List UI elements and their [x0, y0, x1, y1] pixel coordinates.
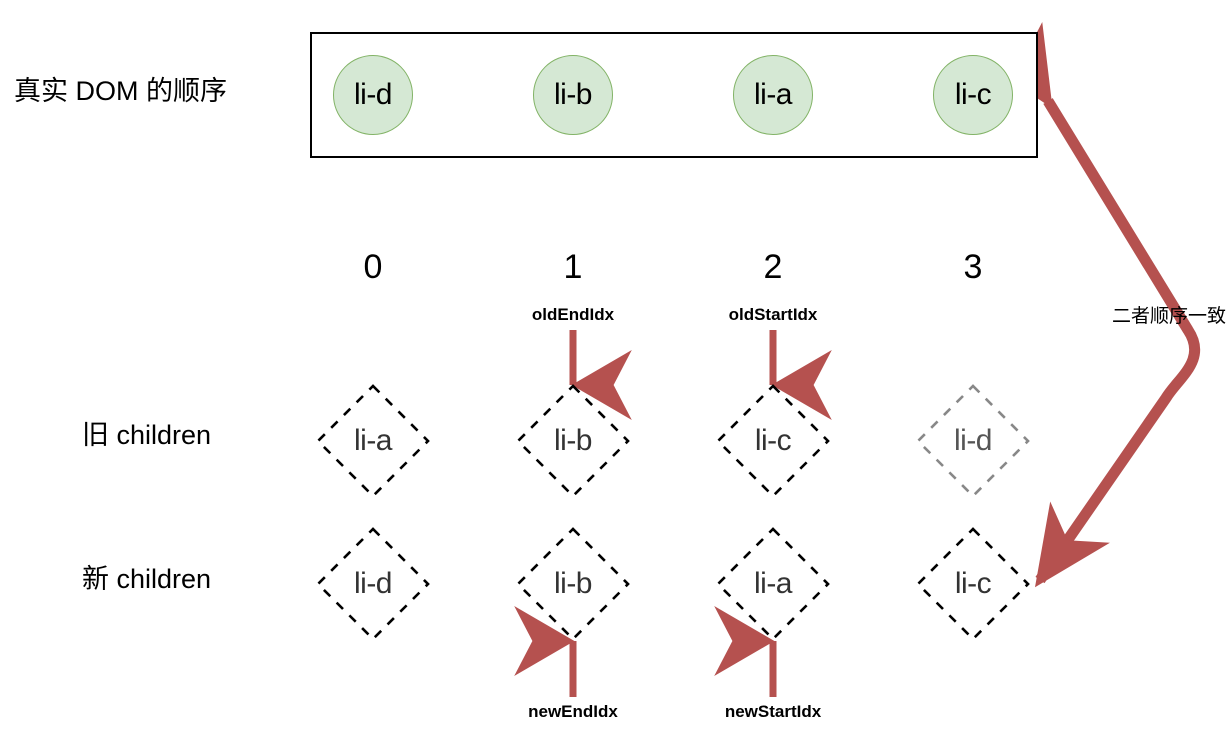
new-child-0: li-d — [318, 529, 428, 639]
new-child-2: li-a — [718, 529, 828, 639]
old-child-0-label: li-a — [353, 424, 393, 457]
real-dom-container — [310, 32, 1038, 158]
new-end-idx-label: newEndIdx — [528, 702, 618, 721]
new-start-idx-label: newStartIdx — [724, 702, 822, 721]
old-end-idx-label: oldEndIdx — [531, 305, 615, 324]
new-child-3-label: li-c — [954, 567, 992, 600]
new-child-1: li-b — [518, 529, 628, 639]
index-number-2: 2 — [763, 248, 783, 286]
new-children-row-label: 新 children — [82, 564, 212, 594]
old-child-1-label: li-b — [553, 424, 593, 457]
old-start-idx-label: oldStartIdx — [728, 305, 818, 324]
index-number-0: 0 — [363, 248, 383, 286]
new-child-3: li-c — [918, 529, 1028, 639]
order-consistent-annotation: 二者顺序一致 — [1112, 306, 1227, 327]
old-child-3-label: li-d — [953, 424, 993, 457]
index-number-3: 3 — [963, 248, 983, 286]
index-number-1: 1 — [563, 248, 583, 286]
real-dom-row-label: 真实 DOM 的顺序 — [14, 76, 227, 106]
dom-node-3: li-c — [933, 55, 1013, 135]
dom-node-1: li-b — [533, 55, 613, 135]
old-children-row-label: 旧 children — [82, 420, 212, 450]
dom-node-2: li-a — [733, 55, 813, 135]
dom-node-0: li-d — [333, 55, 413, 135]
new-child-1-label: li-b — [553, 567, 593, 600]
old-child-2: li-c — [718, 386, 828, 496]
old-child-1: li-b — [518, 386, 628, 496]
old-child-0: li-a — [318, 386, 428, 496]
old-child-2-label: li-c — [754, 424, 792, 457]
old-child-3: li-d — [918, 386, 1028, 496]
new-child-2-label: li-a — [753, 567, 793, 600]
new-child-0-label: li-d — [353, 567, 393, 600]
order-consistent-connector — [980, 22, 1201, 588]
